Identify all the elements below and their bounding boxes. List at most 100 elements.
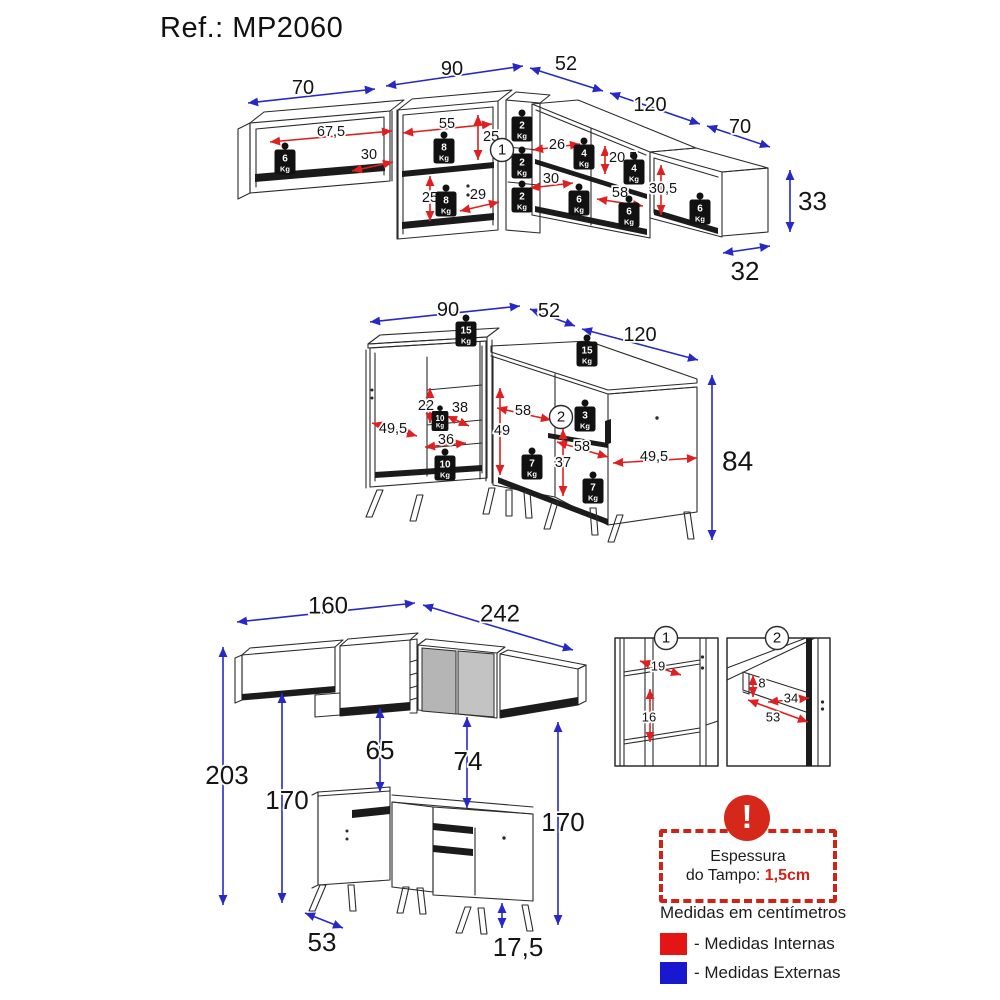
weight-value: 2 xyxy=(519,192,525,203)
dim-label: 38 xyxy=(452,400,468,416)
dim-label: 53 xyxy=(766,710,780,725)
dim-label: 242 xyxy=(480,601,520,628)
weight-value: 6 xyxy=(626,207,632,218)
weight-value: 10 xyxy=(439,460,451,471)
weight-unit: Kg xyxy=(624,218,634,227)
dim-label: 58 xyxy=(574,439,590,455)
weight-value: 2 xyxy=(519,158,525,169)
legend-internal-row: - Medidas Internas xyxy=(660,933,846,955)
dim-label: 74 xyxy=(454,746,483,776)
weight-badge: 7Kg xyxy=(521,447,543,480)
weight-unit: Kg xyxy=(588,494,598,503)
wall-internal-dimensions: 67,5 30 55 25 25 29 26 20,5 30 58 30,5 xyxy=(269,114,679,221)
marker-number: 2 xyxy=(773,630,781,647)
dim-label: 26 xyxy=(549,137,565,153)
dim-label: 203 xyxy=(205,760,248,790)
weight-value: 4 xyxy=(631,164,637,175)
dim-label: 22 xyxy=(418,398,434,414)
dim-label: 49 xyxy=(494,423,510,439)
weight-unit: Kg xyxy=(280,165,290,174)
assembled-doors xyxy=(242,647,578,856)
dim-label: 8 xyxy=(758,676,765,691)
exclamation-icon: ! xyxy=(724,795,770,841)
weight-badge: 8Kg xyxy=(435,184,457,217)
weight-unit: Kg xyxy=(580,422,590,431)
external-measures-swatch xyxy=(660,962,687,984)
dim-label: 16 xyxy=(642,710,656,725)
dim-label: 33 xyxy=(798,186,827,216)
dim-label: 17,5 xyxy=(493,932,544,962)
weight-badge: 3Kg xyxy=(574,399,596,432)
dim-label: 37 xyxy=(555,455,571,471)
dim-label: 55 xyxy=(439,116,455,132)
detail-marker-2: 2 xyxy=(548,404,574,430)
wall-cabinets-view: 70 90 52 120 70 33 32 67,5 30 55 25 25 2… xyxy=(237,55,829,288)
dim-label: 65 xyxy=(366,735,395,765)
weight-unit: Kg xyxy=(629,175,639,184)
base-cabinet-legs xyxy=(365,487,695,543)
weight-badge: 2Kg xyxy=(511,146,533,179)
wall-external-dimensions: 70 90 52 120 70 33 32 xyxy=(247,55,829,288)
weight-value: 6 xyxy=(697,204,703,215)
wall-cabinet-outlines xyxy=(237,89,769,240)
detail-1-marker: 1 xyxy=(653,625,679,651)
weight-badge: 4Kg xyxy=(623,152,645,185)
assembled-view: 160 242 203 170 65 74 170 53 17,5 xyxy=(204,595,587,964)
weight-badge: 6Kg xyxy=(618,195,640,228)
base-external-dimensions: 90 52 120 84 xyxy=(369,297,755,540)
internal-measures-swatch xyxy=(660,933,687,955)
dim-label: 160 xyxy=(308,595,348,620)
dim-label: 90 xyxy=(441,58,463,80)
weight-value: 8 xyxy=(441,143,447,154)
dim-label: 53 xyxy=(308,927,337,957)
dim-label: 52 xyxy=(555,55,577,75)
weight-badge: 7Kg xyxy=(582,471,604,504)
dim-label: 120 xyxy=(623,324,656,346)
legend-external-row: - Medidas Externas xyxy=(660,962,846,984)
weight-unit: Kg xyxy=(517,132,527,141)
weight-value: 7 xyxy=(590,483,596,494)
legend-internal-label: - Medidas Internas xyxy=(694,934,835,953)
weight-unit: Kg xyxy=(582,357,592,366)
dim-label: 30 xyxy=(361,147,377,163)
dim-label: 90 xyxy=(437,299,459,321)
weight-unit: Kg xyxy=(517,203,527,212)
dim-label: 30,5 xyxy=(649,181,677,197)
weight-value: 8 xyxy=(443,196,449,207)
weight-unit: Kg xyxy=(439,154,449,163)
weight-badge: 6Kg xyxy=(568,183,590,216)
weight-unit: Kg xyxy=(517,169,527,178)
dim-label: 25 xyxy=(422,190,438,206)
weight-badge: 6Kg xyxy=(689,192,711,225)
assembled-legs xyxy=(308,884,534,935)
weight-unit: Kg xyxy=(440,471,450,480)
weight-value: 10 xyxy=(436,414,445,423)
dim-label: 120 xyxy=(633,94,666,116)
dim-label: 30 xyxy=(543,171,559,187)
weight-unit: Kg xyxy=(574,206,584,215)
base-cabinets-view: 90 52 120 84 49,5 22 38 36 58 49 58 37 4… xyxy=(365,297,755,543)
base-internal-dimensions: 49,5 22 38 36 58 49 58 37 49,5 xyxy=(371,388,698,496)
wall-weight-badges: 6Kg 8Kg 8Kg 2Kg 2Kg 2Kg 4Kg 4Kg 6Kg 6Kg … xyxy=(274,109,711,228)
weight-badge: 4Kg xyxy=(573,137,595,170)
legend-units-note: Medidas em centímetros xyxy=(660,903,847,922)
dim-label: 58 xyxy=(515,403,531,419)
weight-unit: Kg xyxy=(436,424,444,430)
weight-unit: Kg xyxy=(461,337,471,346)
dim-label: 170 xyxy=(265,785,308,815)
weight-value: 4 xyxy=(581,149,587,160)
warning-line2: do Tampo: xyxy=(685,867,761,884)
detail-dimensions: 19 16 8 34 53 xyxy=(639,657,810,742)
dim-label: 58 xyxy=(612,185,628,201)
assembled-outlines xyxy=(234,632,587,902)
marker-number: 1 xyxy=(662,630,670,647)
dim-label: 70 xyxy=(729,116,751,138)
weight-value: 15 xyxy=(460,326,472,337)
weight-value: 3 xyxy=(582,411,588,422)
wall-cabinet-shelf-strips xyxy=(255,159,718,235)
weight-unit: Kg xyxy=(579,160,589,169)
weight-value: 7 xyxy=(529,459,535,470)
